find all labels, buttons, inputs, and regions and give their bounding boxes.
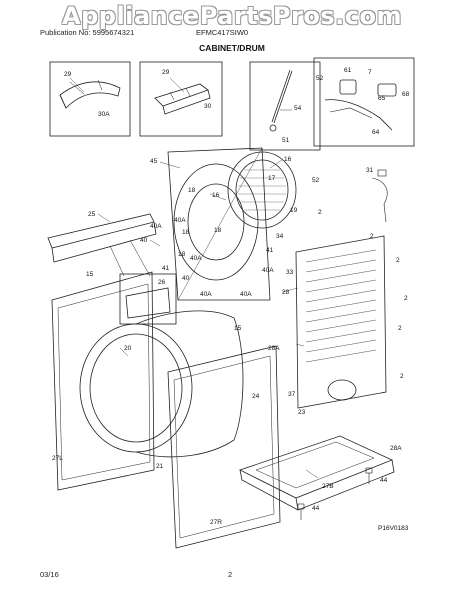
thermostat-block	[339, 79, 357, 95]
callout-label: 44	[312, 505, 320, 512]
callout-label: 2	[370, 233, 374, 240]
callout-label: 54	[294, 105, 302, 112]
callout-label: 2	[404, 295, 408, 302]
baffle-part	[154, 83, 209, 107]
callout-label: 41	[162, 265, 170, 272]
inset-box-bracket	[119, 273, 177, 325]
left-side-panel	[51, 271, 155, 491]
callout-label: 21	[156, 463, 164, 470]
callout-label: 40A	[240, 291, 252, 298]
callout-label: 19	[290, 207, 298, 214]
page-number: 2	[228, 570, 233, 579]
callout-label: 45	[150, 158, 158, 165]
callout-label: 40A	[200, 291, 212, 298]
callout-label: 16	[284, 156, 292, 163]
callout-label: 37	[288, 391, 296, 398]
base-pan	[238, 435, 394, 499]
callout-label: 61	[344, 67, 352, 74]
drum-front-ring	[79, 323, 193, 453]
callout-label: 25	[88, 211, 96, 218]
screw-44-bottom	[297, 503, 305, 520]
callout-label: 17	[268, 175, 276, 182]
callout-label: 30A	[98, 111, 110, 118]
callout-label: 29	[162, 69, 170, 76]
inset-box-vent-right	[139, 61, 223, 137]
screw-44-right	[365, 467, 373, 484]
callout-label: 23	[298, 409, 306, 416]
section-title: CABINET/DRUM	[199, 43, 265, 53]
wire-harness-31	[371, 169, 388, 223]
callout-label: 27B	[322, 483, 334, 490]
callout-label: 24	[252, 393, 260, 400]
callout-label: 52	[312, 177, 320, 184]
callout-label: 51	[282, 137, 290, 144]
callout-label: 41	[266, 247, 274, 254]
callout-label: 64	[372, 129, 380, 136]
callout-label: 2	[398, 325, 402, 332]
callout-label: 40A	[150, 223, 162, 230]
callout-label: 33	[286, 269, 294, 276]
callout-label: 68	[402, 91, 410, 98]
callout-label: 40A	[174, 217, 186, 224]
callout-label: 16	[212, 192, 220, 199]
callout-label: 52	[316, 75, 324, 82]
heater-duct	[227, 151, 297, 229]
rear-louvers	[305, 249, 377, 363]
inset-box-rod	[249, 61, 321, 151]
right-side-panel	[167, 345, 281, 549]
callout-label: 18	[182, 229, 190, 236]
callout-label: 18	[188, 187, 196, 194]
callout-label: 44	[380, 477, 388, 484]
callout-label: 18	[178, 251, 186, 258]
rear-cabinet-wall	[295, 235, 387, 409]
callout-label: 31	[366, 167, 374, 174]
callout-label: 20	[124, 345, 132, 352]
rear-bulkhead	[167, 147, 271, 301]
callout-label: 15	[86, 271, 94, 278]
callout-label: 18	[214, 227, 222, 234]
top-bracket	[47, 213, 155, 249]
callout-label: 2	[400, 373, 404, 380]
callout-label: 40A	[262, 267, 274, 274]
callout-label: 40	[182, 275, 190, 282]
model-number: EFMC417SIW0	[196, 28, 249, 37]
callout-label: 28A	[268, 345, 280, 352]
callout-label: 28	[282, 289, 290, 296]
callout-label: 28A	[390, 445, 402, 452]
inset-box-thermostat	[313, 57, 415, 147]
publication-number: Publication No: 5995674321	[40, 28, 135, 37]
vent-curved-part	[59, 81, 121, 109]
callout-label: 2	[318, 209, 322, 216]
callout-label: 30	[204, 103, 212, 110]
callout-label: 2	[396, 257, 400, 264]
inset-box-vent-left	[49, 61, 131, 137]
callout-label: 7	[368, 69, 372, 76]
callout-label: 34	[276, 233, 284, 240]
support-rod	[271, 69, 291, 123]
site-watermark: AppliancePartsPros.com	[62, 2, 402, 30]
callout-label: 15	[234, 325, 242, 332]
callout-label: 29	[64, 71, 72, 78]
callout-label: 27R	[210, 519, 222, 526]
footer-date: 03/16	[40, 570, 59, 579]
callout-label: 40A	[190, 255, 202, 262]
callout-label: 27L	[52, 455, 63, 462]
diagram-code: P16V0183	[378, 525, 409, 532]
callout-label: 65	[378, 95, 386, 102]
callout-label: 26	[158, 279, 166, 286]
callout-label: 40	[140, 237, 148, 244]
